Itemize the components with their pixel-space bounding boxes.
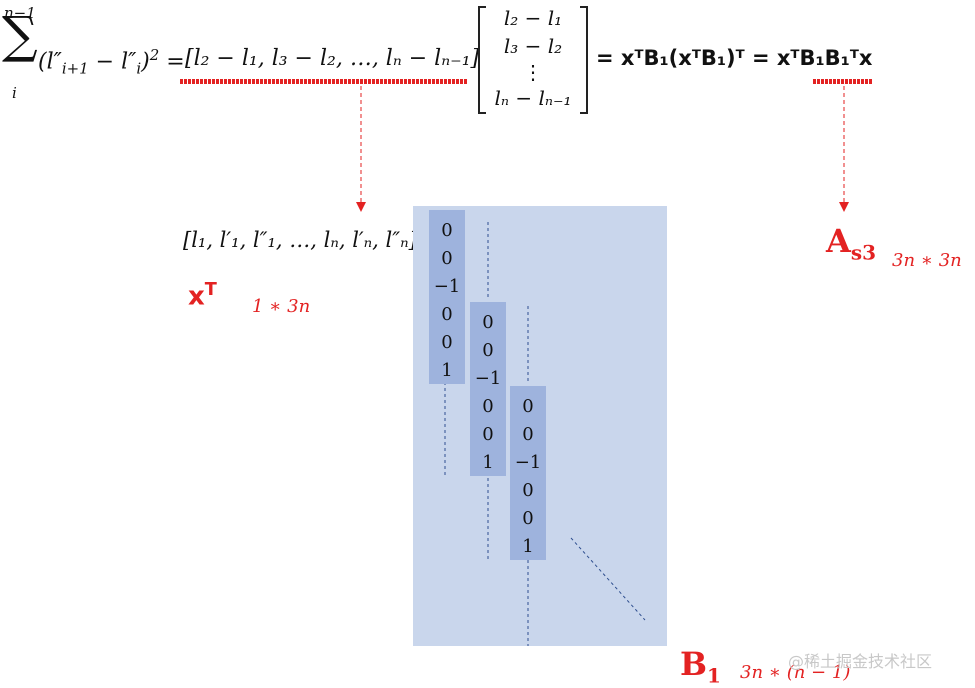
b1-matrix-panel: 0 0 −1 0 0 1 0 0 −1 0 0 1 0 0 −1 0 0 1: [413, 206, 667, 646]
dashed-arrow-to-x-vector: [356, 86, 366, 212]
matrix-entry: 0: [441, 220, 453, 241]
b1-column-2: 0 0 −1 0 0 1: [470, 302, 506, 476]
matrix-entry: 0: [522, 424, 534, 445]
b1-label-base: B: [680, 645, 708, 683]
lhs-close: ): [141, 49, 150, 75]
b1-label: B1: [680, 645, 721, 687]
column-entry: l₃ − l₂: [503, 34, 563, 58]
right-bracket: [580, 6, 588, 114]
b1-dashed-guides: [444, 222, 646, 646]
red-underline-row-vector: [180, 79, 468, 84]
matrix-entry: 0: [482, 312, 494, 333]
x-label-sup: T: [204, 280, 217, 300]
sum-term-expression: (l″i+1 − l″i)2 =: [38, 46, 185, 78]
matrix-entry: 1: [482, 452, 494, 473]
matrix-entry: 0: [441, 248, 453, 269]
matrix-entry: 1: [522, 536, 534, 557]
matrix-entry: −1: [514, 452, 542, 473]
column-entry: lₙ − lₙ₋₁: [494, 86, 572, 110]
matrix-entry: 0: [522, 396, 534, 417]
matrix-entry: 0: [482, 396, 494, 417]
difference-row-vector: [l₂ − l₁, l₃ − l₂, …, lₙ − lₙ₋₁]: [185, 46, 480, 71]
sum-lower-limit: i: [12, 84, 17, 102]
red-underline-b1b1t: [813, 79, 873, 84]
rhs-part-1: = xᵀB₁(xᵀB₁)ᵀ: [596, 46, 745, 70]
matrix-entry: 0: [482, 424, 494, 445]
as3-label-base: A: [826, 222, 851, 260]
watermark: @稀土掘金技术社区: [788, 652, 933, 671]
b1-column-3: 0 0 −1 0 0 1: [510, 386, 546, 560]
matrix-entry: 0: [441, 332, 453, 353]
summation-sign: ∑: [2, 6, 38, 64]
as3-label: As3: [826, 222, 876, 264]
as3-label-sub: s3: [850, 240, 877, 265]
column-entry: ⋮: [523, 60, 543, 84]
lhs-term: (l″: [38, 49, 62, 75]
column-entry: l₂ − l₁: [503, 6, 563, 30]
lhs-sub1: i+1: [61, 59, 89, 78]
lhs-power: 2: [149, 46, 160, 64]
lhs-sub2: i: [136, 59, 142, 78]
matrix-entry: 0: [522, 508, 534, 529]
matrix-entry: 0: [482, 340, 494, 361]
x-transpose-vector: [l₁, l′₁, l″₁, …, lₙ, l′ₙ, l″ₙ] ·: [183, 228, 431, 252]
x-transpose-label: xT: [188, 280, 217, 312]
as3-dimension: 3n ∗ 3n: [892, 250, 962, 271]
matrix-entry: 0: [441, 304, 453, 325]
b1-column-1: 0 0 −1 0 0 1: [429, 210, 465, 384]
difference-column-vector: l₂ − l₁ l₃ − l₂ ⋮ lₙ − lₙ₋₁: [478, 4, 588, 116]
dashed-arrow-to-as3: [839, 86, 849, 212]
b1-dimension: 3n ∗ (n − 1): [740, 662, 851, 683]
x-transpose-dimension: 1 ∗ 3n: [252, 296, 311, 317]
x-label-base: x: [188, 281, 205, 312]
matrix-entry: 1: [441, 360, 453, 381]
equals-sign: =: [159, 49, 185, 75]
rhs-part-2: = xᵀB₁B₁ᵀx: [744, 46, 873, 70]
b1-label-sub: 1: [707, 663, 721, 688]
lhs-mid: − l″: [88, 49, 137, 75]
matrix-form-expression: = xᵀB₁(xᵀB₁)ᵀ = xᵀB₁B₁ᵀx: [596, 46, 872, 70]
left-bracket: [478, 6, 486, 114]
matrix-entry: 0: [522, 480, 534, 501]
matrix-entry: −1: [433, 276, 461, 297]
sum-upper-limit: n−1: [4, 4, 36, 22]
matrix-entry: −1: [474, 368, 502, 389]
